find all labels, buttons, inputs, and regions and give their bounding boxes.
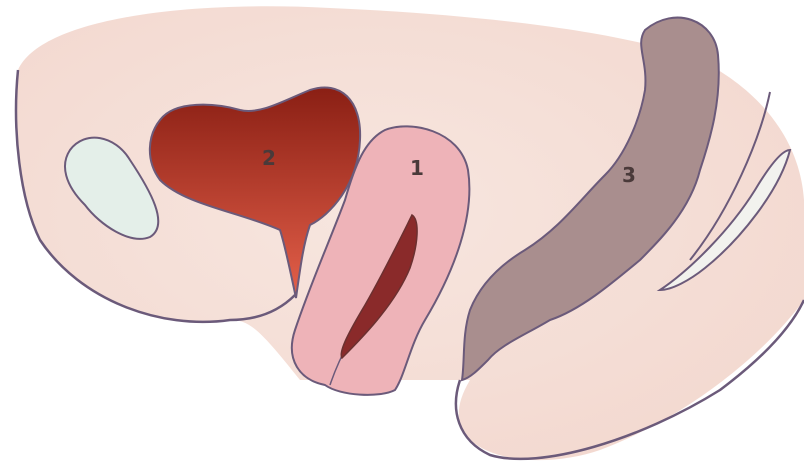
uterus-label: 1 (410, 156, 424, 180)
bladder-label: 2 (262, 146, 276, 170)
rectum-label: 3 (622, 163, 636, 187)
